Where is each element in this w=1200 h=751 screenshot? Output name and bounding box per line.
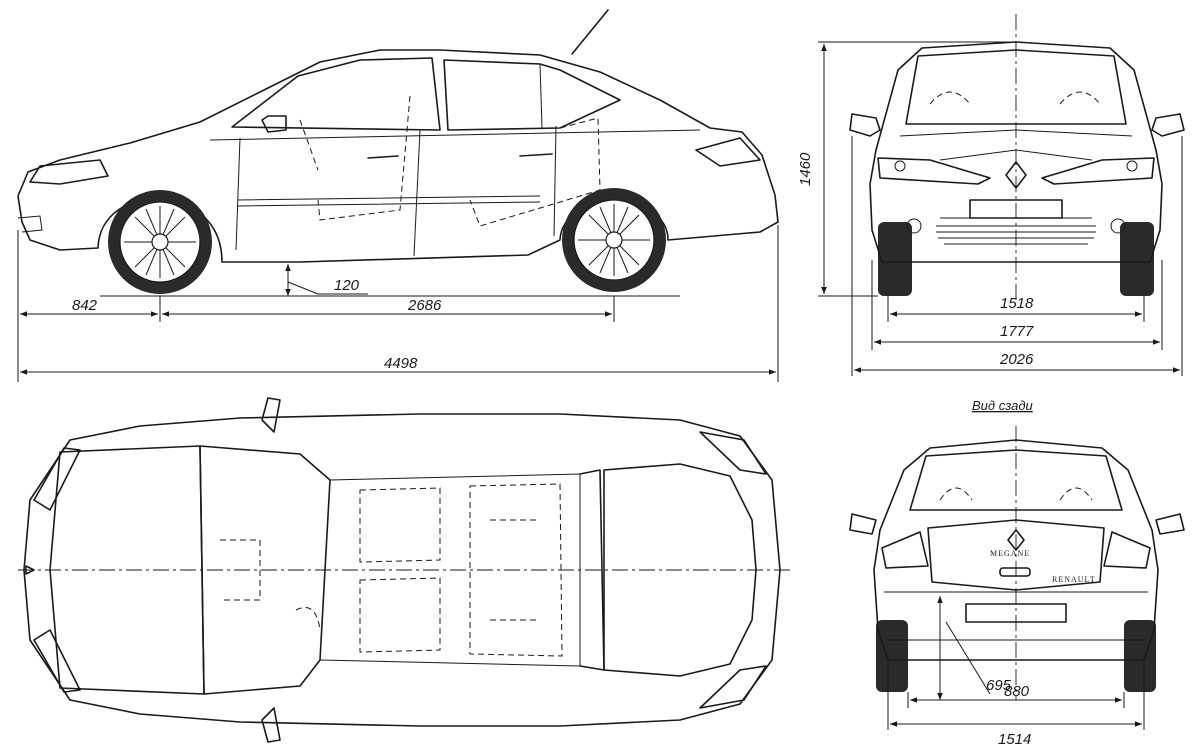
rear-view	[849, 426, 1185, 700]
dim-rear-track: 1514	[998, 731, 1031, 748]
top-front-seats	[359, 487, 441, 653]
front-dimensions	[818, 41, 1183, 376]
dim-width: 1777	[1000, 323, 1034, 340]
top-trunk	[603, 463, 757, 677]
antenna	[571, 9, 609, 55]
dim-overall-length: 4498	[384, 355, 418, 372]
side-taillight	[695, 137, 761, 167]
front-view	[849, 14, 1185, 300]
front-left-tire	[878, 222, 912, 296]
rear-view-caption: Вид сзади	[972, 398, 1033, 413]
side-glass	[231, 57, 441, 131]
rear-left-mirror	[849, 513, 877, 535]
top-left-mirror	[261, 397, 281, 433]
side-mirror	[261, 115, 287, 133]
dim-ground-clearance: 120	[334, 277, 360, 294]
side-view	[17, 9, 779, 297]
top-rear-seat	[469, 483, 563, 657]
front-windshield	[905, 49, 1127, 125]
front-left-mirror	[849, 113, 881, 137]
rear-model-badge: MEGANE	[990, 549, 1030, 558]
rear-window	[909, 449, 1123, 511]
rear-plate	[965, 603, 1067, 623]
dim-wheelbase: 2686	[407, 297, 442, 314]
dim-height: 1460	[797, 152, 814, 186]
rear-right-taillight	[1103, 531, 1151, 569]
rear-right-mirror	[1155, 513, 1185, 535]
rear-right-tire	[1124, 620, 1156, 692]
rear-emblem	[1007, 529, 1025, 551]
rear-dimensions	[887, 596, 1145, 730]
front-right-mirror	[1151, 113, 1185, 137]
top-right-mirror	[261, 707, 281, 743]
top-front-lights	[33, 447, 81, 693]
side-headlight	[29, 159, 109, 185]
rear-body-outline	[873, 439, 1159, 661]
top-hood	[49, 445, 205, 695]
dim-width-mirrors: 2026	[999, 351, 1034, 368]
top-view	[18, 397, 790, 743]
front-body-outline	[869, 41, 1163, 263]
rear-trunk-lid	[927, 519, 1105, 591]
front-right-headlight	[1041, 157, 1155, 185]
top-rear-lights	[699, 431, 767, 709]
rear-left-tire	[876, 620, 908, 692]
top-body-outline	[23, 413, 781, 727]
dim-rear-b: 880	[1004, 683, 1030, 700]
top-rear-window	[579, 469, 605, 671]
front-right-tire	[1120, 222, 1154, 296]
dim-front-overhang: 842	[72, 297, 98, 314]
dim-rear-a: 695	[986, 677, 1012, 694]
front-emblem	[1005, 161, 1027, 189]
dim-track: 1518	[1000, 295, 1034, 312]
rear-brand-badge: RENAULT	[1052, 575, 1096, 584]
rear-left-taillight	[881, 531, 929, 569]
rear-trunk-handle	[999, 567, 1031, 577]
top-roof	[319, 473, 581, 667]
front-left-headlight	[877, 157, 991, 185]
rear-door-handle	[519, 153, 553, 157]
front-door-handle	[367, 155, 399, 159]
side-dimensions	[17, 225, 779, 382]
